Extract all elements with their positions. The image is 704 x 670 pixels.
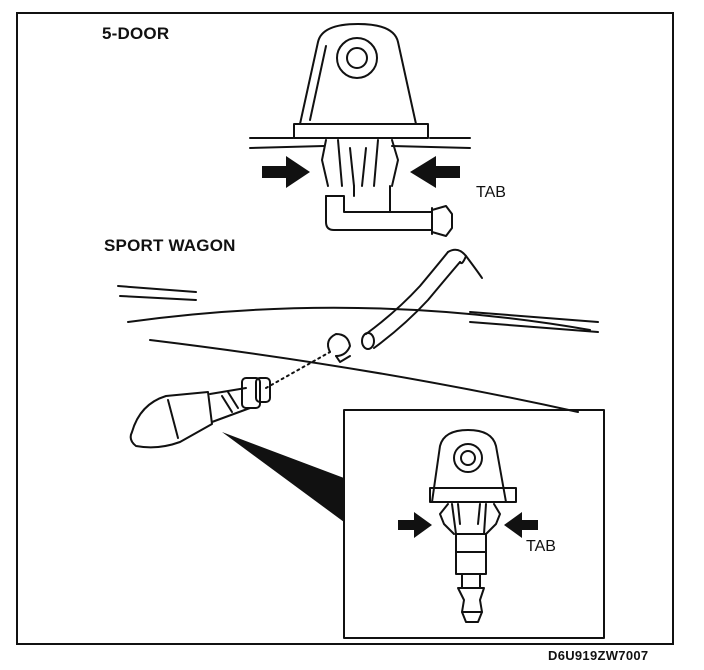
sport-wagon-title: SPORT WAGON bbox=[104, 236, 236, 255]
five-door-arrows bbox=[262, 156, 460, 188]
five-door-tab-label: TAB bbox=[476, 184, 506, 201]
detail-arrows bbox=[398, 512, 538, 538]
detail-callout-wedge bbox=[222, 432, 344, 522]
diagram-frame bbox=[16, 12, 674, 645]
figure-code: D6U919ZW7007 bbox=[548, 648, 649, 663]
sport-wagon-tab-label: TAB bbox=[526, 538, 556, 555]
five-door-title: 5-DOOR bbox=[102, 24, 170, 43]
five-door-nozzle bbox=[249, 23, 471, 237]
detail-nozzle bbox=[429, 429, 517, 623]
sport-wagon-body bbox=[117, 248, 599, 449]
